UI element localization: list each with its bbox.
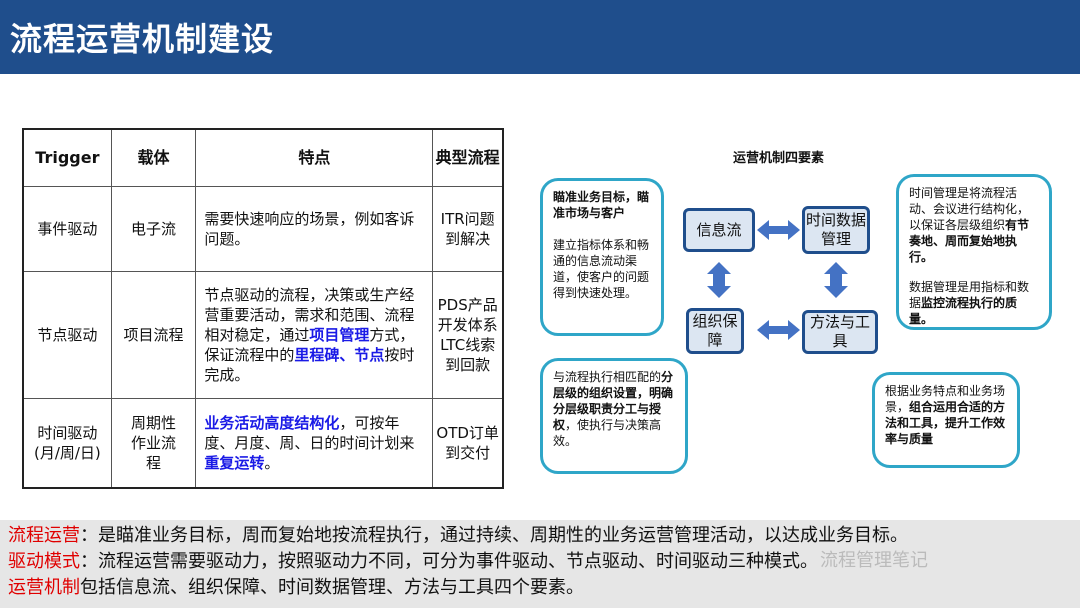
bubble-bold-text: 监控流程执行的质量。 <box>909 296 1018 326</box>
bubble-time-data: 时间管理是将流程活动、会议进行结构化，以保证各层级组织有节奏地、周而复始地执行。… <box>896 174 1052 330</box>
arrow-org-method <box>757 320 800 340</box>
table-row: 事件驱动 电子流 需要快速响应的场景，例如客诉问题。 ITR问题到解决 <box>22 186 504 272</box>
bubble-text: 时间管理是将流程活动、会议进行结构化，以保证各层级组织 <box>909 186 1030 232</box>
cell-carrier: 周期性作业流程 <box>110 398 197 489</box>
arrow-time-method <box>824 262 848 298</box>
cell-process: OTD订单到交付 <box>432 398 504 489</box>
feature-text: 。 <box>264 454 280 472</box>
cell-trigger: 事件驱动 <box>22 186 112 272</box>
bubble-text: 根据业务特点和业务场景， <box>885 384 1006 414</box>
cell-feature: 业务活动高度结构化，可按年度、月度、周、日的时间计划来重复运转。 <box>195 398 434 489</box>
node-info-flow: 信息流 <box>683 208 755 252</box>
cell-feature: 节点驱动的流程，决策或生产经营重要活动，需求和范围、流程相对稳定，通过项目管理方… <box>195 271 434 399</box>
page-title: 流程运营机制建设 <box>10 20 275 58</box>
bubble-paragraph: 数据管理是用指标和数据监控流程执行的质量。 <box>909 279 1039 327</box>
bubble-text: 建立指标体系和畅通的信息流动渠道，使客户的问题得到快速处理。 <box>553 238 650 300</box>
arrow-info-time <box>757 220 800 240</box>
feature-highlight: 重复运转 <box>204 454 265 472</box>
title-bar: 流程运营机制建设 <box>0 0 1080 74</box>
bubble-text: 数据管理是用指标和数据 <box>909 280 1030 310</box>
bubble-bold-text: 分层级的组织设置，明确分层级职责分工与授权 <box>553 370 674 432</box>
cell-carrier: 项目流程 <box>110 271 197 399</box>
feature-highlight: 里程碑、节点 <box>294 346 385 364</box>
bubble-paragraph: 时间管理是将流程活动、会议进行结构化，以保证各层级组织有节奏地、周而复始地执行。 <box>909 185 1039 265</box>
cell-process: PDS产品开发体系LTC线索到回款 <box>432 271 504 399</box>
summary-footer: 流程运营：是瞄准业务目标，周而复始地按流程执行，通过持续、周期性的业务运营管理活… <box>0 520 1080 608</box>
summary-line: 运营机制包括信息流、组织保障、时间数据管理、方法与工具四个要素。 <box>8 576 584 600</box>
cell-trigger: 时间驱动(月/周/日) <box>22 398 112 489</box>
summary-line: 驱动模式：流程运营需要驱动力，按照驱动力不同，可分为事件驱动、节点驱动、时间驱动… <box>8 550 818 574</box>
diagram-title: 运营机制四要素 <box>733 151 825 166</box>
term: 驱动模式 <box>8 551 80 572</box>
feature-text: 节点驱动的流程，决策或生产经营重要活动，需求和范围、流程相对稳定，通过 <box>204 286 415 344</box>
bubble-bold-text: 瞄准业务目标，瞄准市场与客户 <box>553 190 650 220</box>
feature-text: 按时完成。 <box>204 346 415 384</box>
table-row: 时间驱动(月/周/日) 周期性作业流程 业务活动高度结构化，可按年度、月度、周、… <box>22 398 504 489</box>
term: 流程运营 <box>8 525 80 546</box>
bubble-bold-text: 有节奏地、周而复始地执行。 <box>909 218 1030 264</box>
feature-text: 方式，保证流程中的 <box>204 326 415 364</box>
summary-line: 流程运营：是瞄准业务目标，周而复始地按流程执行，通过持续、周期性的业务运营管理活… <box>8 524 908 548</box>
bubble-organization: 与流程执行相匹配的分层级的组织设置，明确分层级职责分工与授权，使执行与决策高效。 <box>540 358 688 474</box>
term: 运营机制 <box>8 577 80 598</box>
cell-process: ITR问题到解决 <box>432 186 504 272</box>
table-header-row: Trigger 载体 特点 典型流程 <box>22 128 504 187</box>
definition: ：流程运营需要驱动力，按照驱动力不同，可分为事件驱动、节点驱动、时间驱动三种模式… <box>80 551 818 572</box>
feature-highlight: 项目管理 <box>309 326 370 344</box>
bubble-text: ，使执行与决策高效。 <box>553 418 662 448</box>
trigger-table: Trigger 载体 特点 典型流程 事件驱动 电子流 需要快速响应的场景，例如… <box>22 128 504 489</box>
arrow-info-org <box>707 262 731 298</box>
node-organization: 组织保障 <box>686 308 744 354</box>
header-trigger: Trigger <box>22 128 112 187</box>
feature-highlight: 业务活动高度结构化 <box>204 414 340 432</box>
watermark: 流程管理笔记 <box>820 550 928 571</box>
bubble-methods: 根据业务特点和业务场景，组合运用合适的方法和工具，提升工作效率与质量 <box>872 372 1020 468</box>
definition: ：是瞄准业务目标，周而复始地按流程执行，通过持续、周期性的业务运营管理活动，以达… <box>80 525 908 546</box>
cell-feature: 需要快速响应的场景，例如客诉问题。 <box>195 186 434 272</box>
node-time-data: 时间数据管理 <box>802 206 870 254</box>
definition: 包括信息流、组织保障、时间数据管理、方法与工具四个要素。 <box>80 577 584 598</box>
bubble-info-flow: 瞄准业务目标，瞄准市场与客户 建立指标体系和畅通的信息流动渠道，使客户的问题得到… <box>540 178 664 336</box>
node-methods: 方法与工具 <box>802 310 878 354</box>
table-row: 节点驱动 项目流程 节点驱动的流程，决策或生产经营重要活动，需求和范围、流程相对… <box>22 271 504 399</box>
cell-trigger: 节点驱动 <box>22 271 112 399</box>
bubble-bold-text: 组合运用合适的方法和工具，提升工作效率与质量 <box>885 400 1006 446</box>
feature-text: ，可按年度、月度、周、日的时间计划来 <box>204 414 415 452</box>
bubble-text: 与流程执行相匹配的 <box>553 370 662 384</box>
